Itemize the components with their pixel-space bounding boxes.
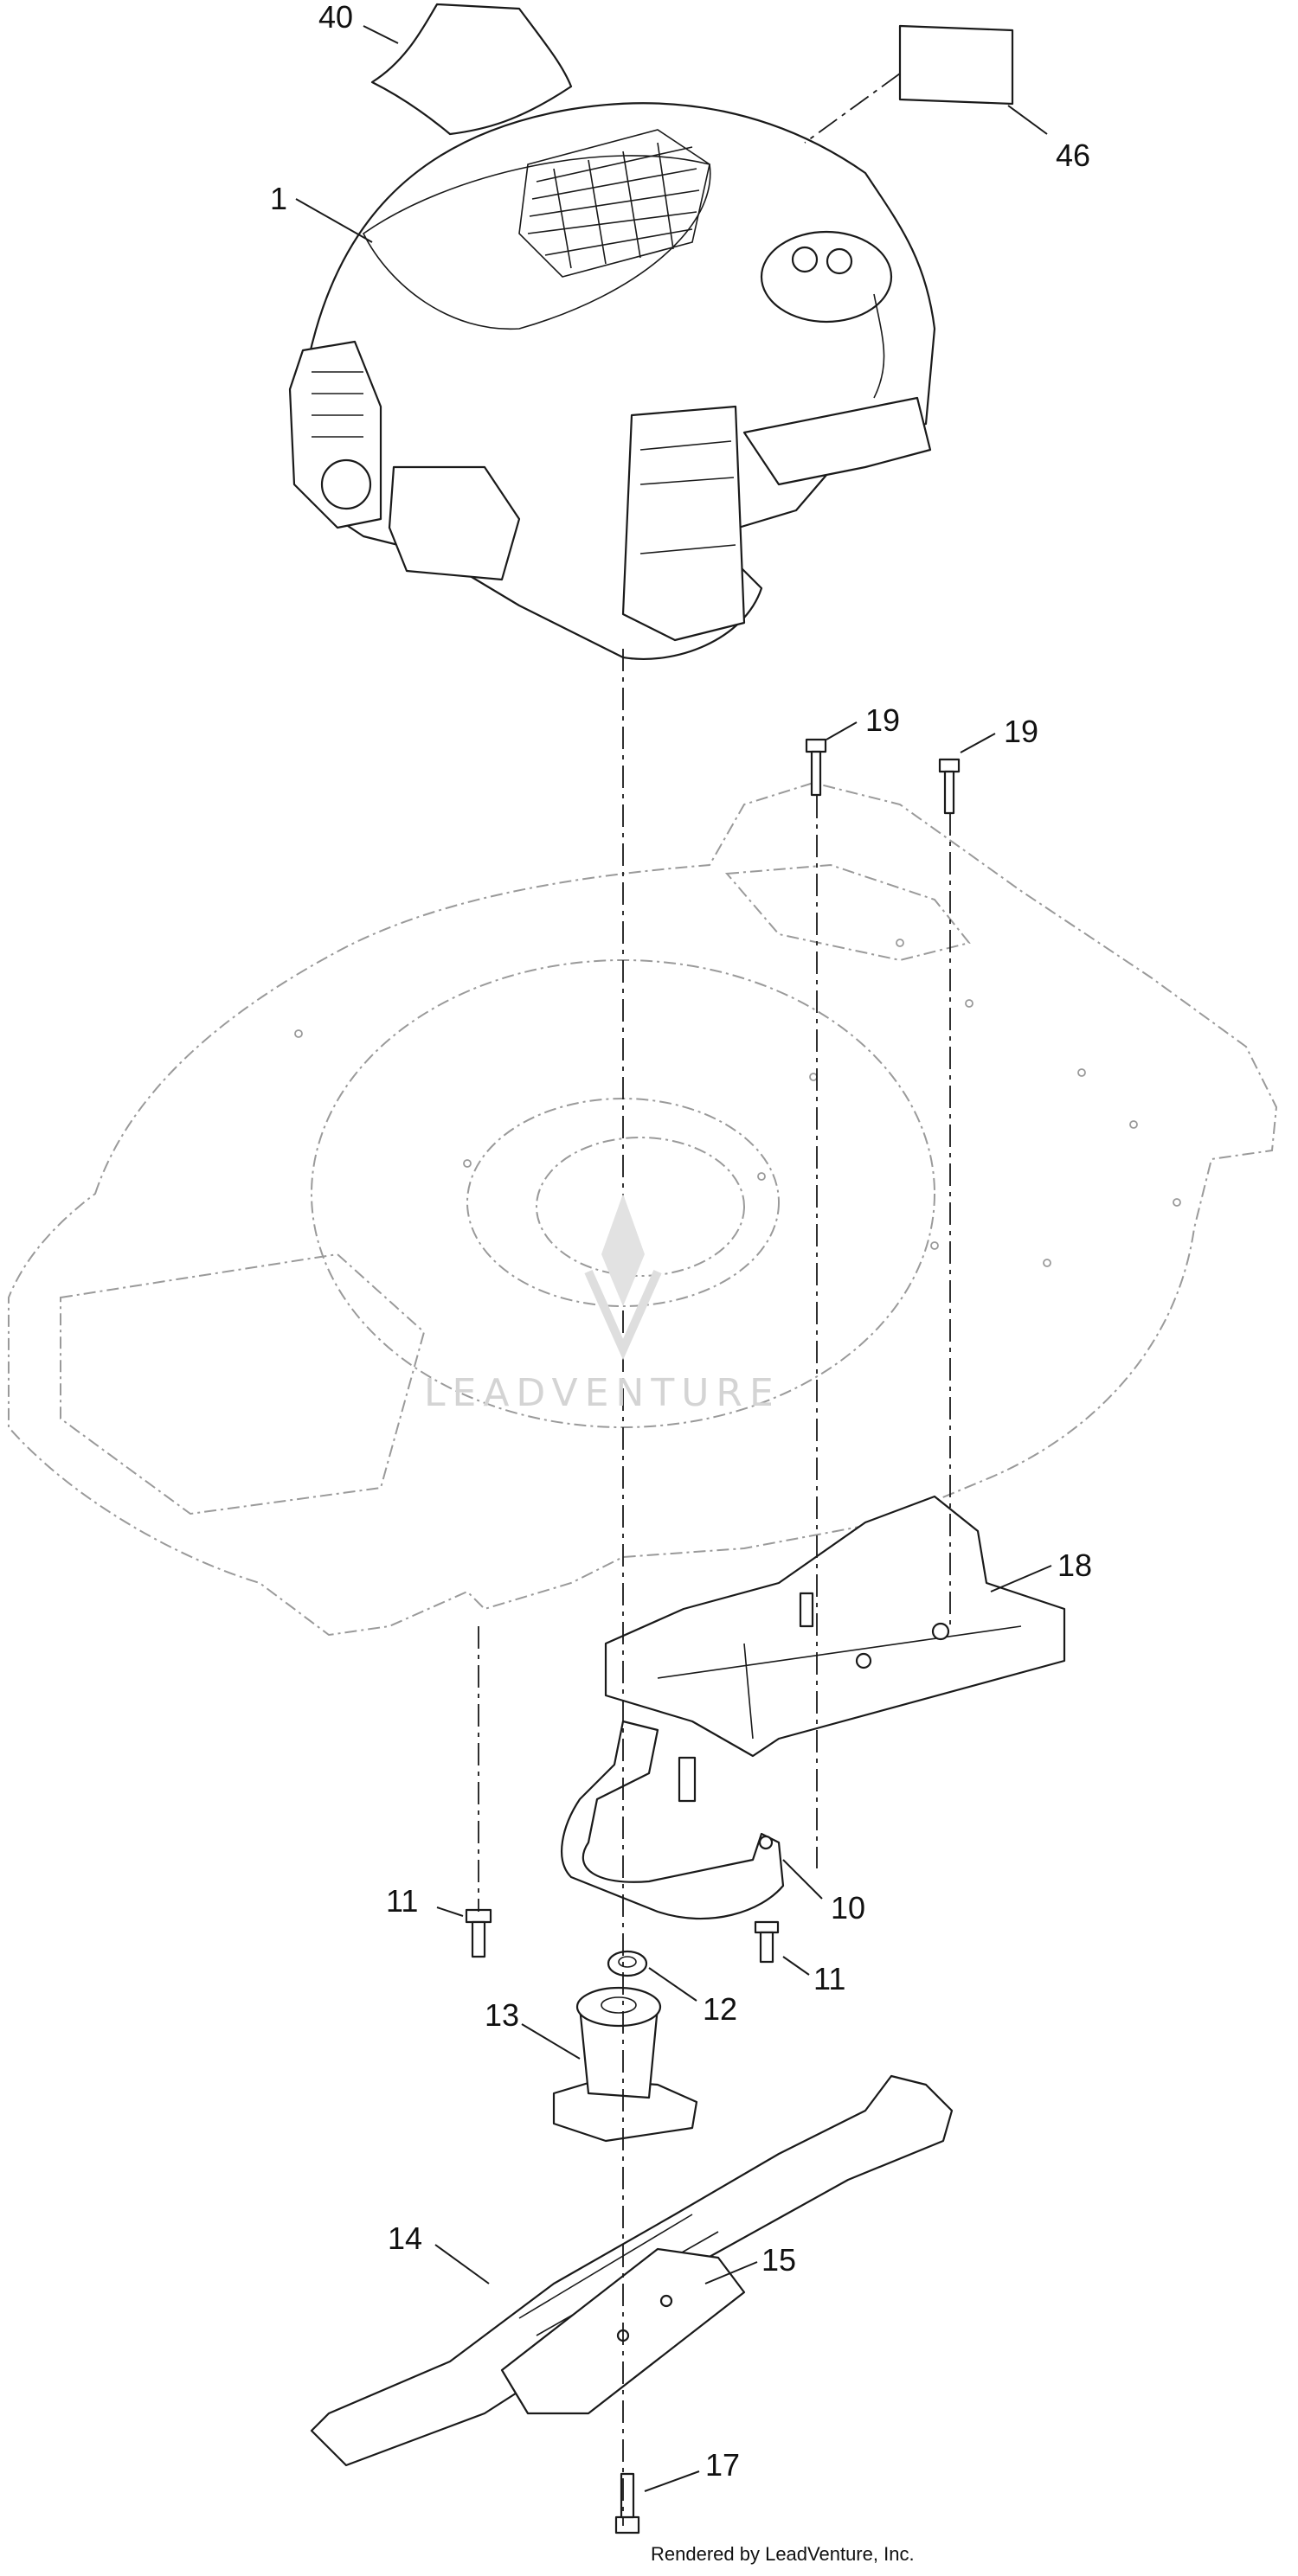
callout-40: 40 bbox=[318, 0, 353, 35]
callout-11-left: 11 bbox=[386, 1883, 418, 1919]
screw-19-left bbox=[805, 738, 827, 797]
callout-10: 10 bbox=[831, 1890, 865, 1926]
callout-11-right: 11 bbox=[813, 1961, 845, 1996]
bolt-11-right bbox=[754, 1920, 780, 1964]
callout-46: 46 bbox=[1056, 138, 1090, 173]
engine-assembly bbox=[288, 102, 936, 660]
watermark-text: LEADVENTURE bbox=[424, 1371, 781, 1415]
callout-19-right: 19 bbox=[1004, 714, 1038, 749]
screw-19-right bbox=[938, 758, 961, 815]
callout-12: 12 bbox=[703, 1991, 737, 2027]
callout-1: 1 bbox=[270, 181, 287, 216]
callout-13: 13 bbox=[485, 1997, 519, 2033]
rendered-by-credit: Rendered by LeadVenture, Inc. bbox=[651, 2543, 915, 2565]
leadventure-watermark: LEADVENTURE bbox=[424, 1194, 781, 1415]
decal-40 bbox=[370, 3, 573, 136]
callout-17: 17 bbox=[705, 2447, 740, 2483]
leader-lines bbox=[295, 25, 1052, 2492]
callout-15: 15 bbox=[761, 2242, 796, 2278]
blade-bolt-17 bbox=[614, 2472, 640, 2534]
bolt-11-left bbox=[465, 1908, 492, 1958]
decal-46 bbox=[898, 24, 1014, 106]
decal-46-axis bbox=[804, 73, 901, 144]
baffle-18 bbox=[604, 1495, 1066, 1758]
washer-12 bbox=[607, 1950, 648, 1977]
air-grille bbox=[518, 129, 710, 278]
adapter-bracket-10 bbox=[561, 1720, 785, 1920]
callout-19-left: 19 bbox=[865, 702, 900, 738]
callout-18: 18 bbox=[1057, 1548, 1092, 1583]
blade-adapter-13 bbox=[552, 1986, 698, 2143]
callout-14: 14 bbox=[388, 2220, 422, 2256]
mower-deck-outline bbox=[8, 781, 1278, 1637]
